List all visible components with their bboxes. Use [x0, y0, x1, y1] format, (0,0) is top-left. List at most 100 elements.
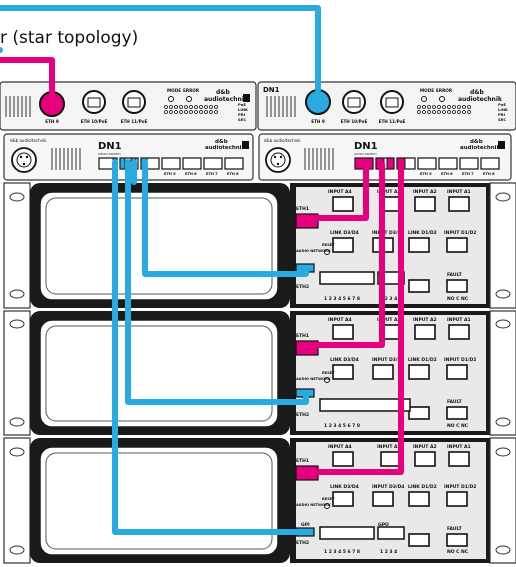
amp2-input-a3: INPUT A3 — [377, 317, 401, 323]
amp3-gpo-pins: 1 2 3 4 — [380, 549, 397, 555]
amp1-eth1-label: ETH1 — [296, 206, 309, 212]
amplifier-2-rear-panel: INPUT A4 INPUT A3 INPUT A2 INPUT A1 LINK… — [295, 317, 476, 429]
amplifier-1-rear-panel: INPUT A4 INPUT A3 INPUT A2 INPUT A1 LINK… — [295, 189, 476, 302]
brand-right: audiotechnik — [458, 96, 503, 103]
amp1-nonc-label: NO C NC — [447, 296, 469, 302]
amp3-input-a3: INPUT A3 — [377, 444, 401, 450]
dip-switches-left — [164, 105, 218, 114]
dip-switches-right — [417, 105, 471, 114]
amp2-fault-label: FAULT — [447, 399, 463, 405]
front-vent-right — [304, 148, 334, 170]
front-vent-left — [51, 148, 81, 170]
amp2-eth2-label: ETH2 — [296, 412, 309, 418]
brand-left: audiotechnik — [204, 96, 249, 103]
amplifier-3-rear-panel: INPUT A4 INPUT A3 INPUT A2 INPUT A1 LINK… — [295, 444, 476, 555]
amp2-input-a1: INPUT A1 — [447, 317, 471, 323]
front-model-left: DN1 — [98, 141, 122, 152]
pri-label-right: PRI — [498, 112, 506, 117]
amp2-audio-network-label: AUDIO NETWORK — [296, 377, 331, 381]
eth9-port-left — [39, 91, 65, 117]
error-label-right: ERROR — [436, 88, 453, 93]
amp3-audio-network-label: AUDIO NETWORK — [296, 503, 331, 507]
eth11-port-left — [122, 90, 146, 114]
amp1-reset-label: RESET — [322, 243, 335, 247]
amp3-nonc-label: NO C NC — [447, 549, 469, 555]
pink-network-cables — [0, 57, 404, 475]
model-label-right: DN1 — [263, 86, 280, 94]
eth10-port-left — [82, 90, 106, 114]
front-title-right: d&b audio/technik — [264, 138, 301, 143]
amp1-gpi-pins: 1 2 3 4 5 6 7 8 — [324, 296, 360, 302]
amp3-input-a2: INPUT A2 — [413, 444, 437, 450]
front-port-label-6-left: ETH 6 — [185, 172, 197, 176]
amp1-gpo-pins: 1 2 3 4 — [380, 296, 397, 302]
eth9-label-right: ETH 9 — [311, 119, 325, 124]
amp2-input-d3d4: INPUT D3/D4 — [372, 357, 404, 363]
vent-right — [266, 96, 296, 117]
sec-label-right: SEC — [498, 117, 506, 122]
rear-switch-left: ETH 9 ETH 10/PoE ETH 11/PoE MODE ERROR d… — [0, 81, 257, 131]
amp1-input-a1: INPUT A1 — [447, 189, 471, 195]
amp1-link-d1d2: LINK D1/D2 — [408, 230, 437, 236]
amp1-input-a2: INPUT A2 — [413, 189, 437, 195]
diagram-caption: r (star topology) — [0, 28, 139, 48]
poe-label-left: PoE — [238, 102, 246, 107]
amp3-gpi-pins: 1 2 3 4 5 6 7 8 — [324, 549, 360, 555]
eth11-label-right: ETH 11/PoE — [379, 119, 406, 124]
amp3-input-d3d4: INPUT D3/D4 — [372, 484, 404, 490]
eth11-port-right — [380, 90, 404, 114]
amplifier-3 — [3, 437, 516, 564]
amp3-reset-label: RESET — [322, 497, 335, 501]
front-switch-left: d&b audio/technik DN1 AUDIO SWITCH d&b a… — [3, 133, 254, 181]
amp3-link-d3d4: LINK D3/D4 — [330, 484, 359, 490]
front-port-label-7-right: ETH 7 — [462, 172, 474, 176]
front-port-label-7-left: ETH 7 — [206, 172, 218, 176]
brand-top-left: d&b — [216, 89, 231, 96]
error-label-left: ERROR — [183, 88, 200, 93]
mode-label-right: MODE — [420, 88, 434, 93]
front-model-sub-left: AUDIO SWITCH — [98, 152, 121, 156]
link-label-left: LINK — [238, 107, 249, 112]
vent-left — [5, 96, 31, 117]
eth9-label-left: ETH 9 — [45, 119, 59, 124]
eth10-label-left: ETH 10/PoE — [81, 119, 108, 124]
amp1-fault-label: FAULT — [447, 272, 463, 278]
amp2-eth1-label: ETH1 — [296, 333, 309, 339]
front-model-sub-right: AUDIO SWITCH — [354, 152, 377, 156]
amp3-input-d1d2: INPUT D1/D2 — [444, 484, 476, 490]
amp3-link-d1d2: LINK D1/D2 — [408, 484, 437, 490]
eth11-label-left: ETH 11/PoE — [121, 119, 148, 124]
front-port-label-8-right: ETH 8 — [483, 172, 495, 176]
amp2-reset-label: RESET — [322, 371, 335, 375]
front-model-right: DN1 — [354, 141, 378, 152]
amp2-link-d1d2: LINK D1/D2 — [408, 357, 437, 363]
amp1-eth2-label: ETH2 — [296, 284, 309, 290]
eth9-port-right — [305, 89, 331, 115]
blue-network-cables — [0, 5, 321, 535]
eth10-label-right: ETH 10/PoE — [341, 119, 368, 124]
amp3-fault-label: FAULT — [447, 526, 463, 532]
poe-label-right: PoE — [498, 102, 506, 107]
amp2-input-a4: INPUT A4 — [328, 317, 352, 323]
front-port-label-6-right: ETH 6 — [441, 172, 453, 176]
amplifier-2 — [3, 310, 516, 436]
front-brand-left: audiotechnik — [205, 145, 246, 151]
amp1-input-a3: INPUT A3 — [377, 189, 401, 195]
amp2-input-d1d2: INPUT D1/D2 — [444, 357, 476, 363]
amplifier-1 — [3, 182, 516, 309]
amp3-input-a4: INPUT A4 — [328, 444, 352, 450]
front-port-label-5-right: ETH 5 — [420, 172, 432, 176]
amp3-eth1-label: ETH1 — [296, 458, 309, 464]
front-brand-top-left: d&b — [215, 139, 228, 145]
amp2-nonc-label: NO C NC — [447, 423, 469, 429]
front-port-label-5-left: ETH 5 — [164, 172, 176, 176]
amp1-link-d3d4: LINK D3/D4 — [330, 230, 359, 236]
front-title-left: d&b audio/technik — [10, 138, 47, 143]
amp3-gpo-label: GPO — [378, 522, 389, 528]
amp2-link-d3d4: LINK D3/D4 — [330, 357, 359, 363]
amp3-gpi-label: GPI — [301, 522, 310, 528]
front-port-label-8-left: ETH 8 — [227, 172, 239, 176]
rear-switch-right: DN1 ETH 9 ETH 10/PoE ETH 11/PoE MODE — [257, 81, 516, 131]
amp2-gpi-pins: 1 2 3 4 5 6 7 8 — [324, 423, 360, 429]
